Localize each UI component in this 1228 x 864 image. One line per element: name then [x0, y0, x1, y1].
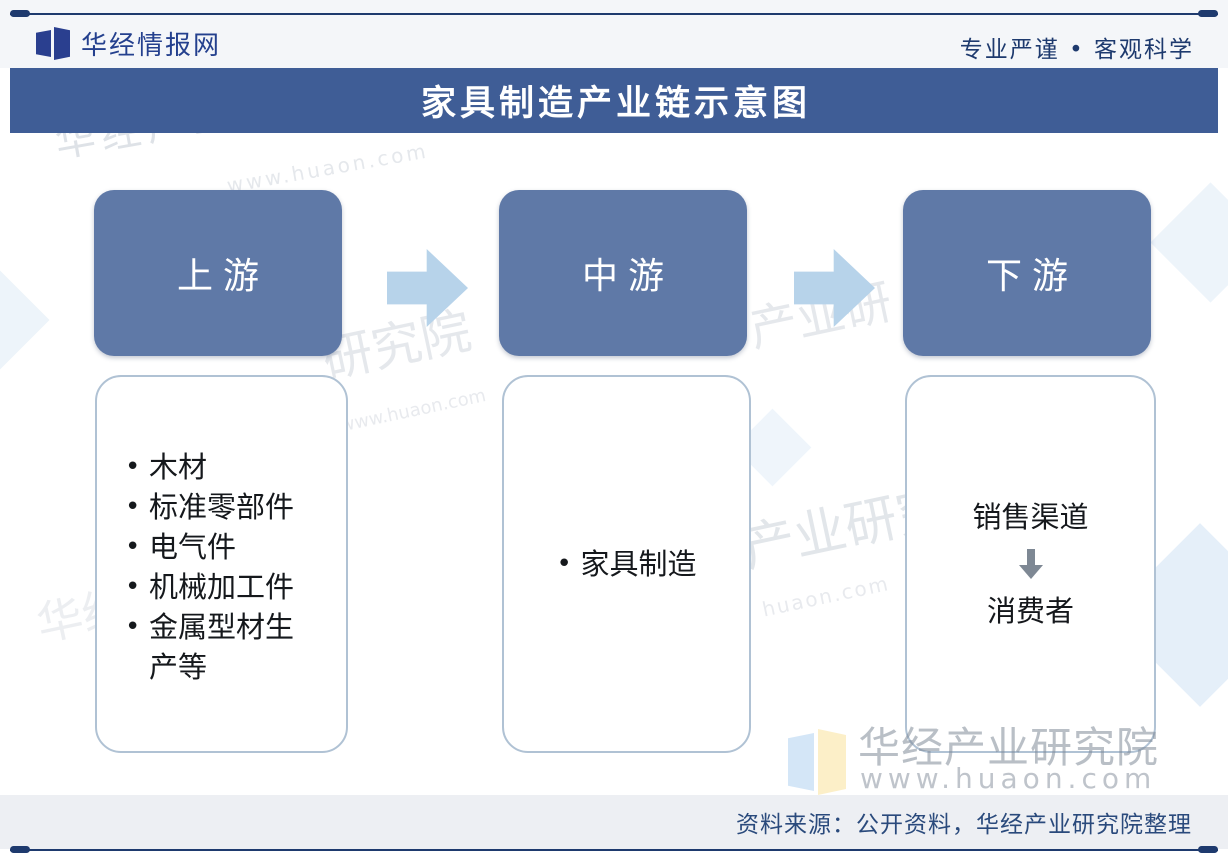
down-arrow-icon [1018, 549, 1043, 579]
list-item: • 家具制造 [556, 548, 696, 580]
stage-box-downstream: 下游 [903, 190, 1151, 356]
midstream-detail-box: • 家具制造 [502, 375, 751, 753]
bullet-icon: • [556, 549, 572, 579]
list-item-label: 机械加工件 [149, 570, 295, 604]
background-patch [0, 270, 50, 370]
stage-label: 中游 [581, 256, 674, 297]
list-item: • 标准零部件 [125, 487, 346, 527]
downstream-detail-box: 销售渠道 消费者 [905, 375, 1156, 753]
list-item: • 机械加工件 [125, 567, 346, 607]
stage-box-midstream: 中游 [499, 190, 747, 356]
top-rule-endcap-right [1198, 10, 1218, 17]
upstream-item-list: • 木材 • 标准零部件 • 电气件 • 机械加工件 • 金属型材生产等 [125, 447, 346, 687]
list-item: • 木材 [125, 447, 346, 487]
sales-channel-label: 销售渠道 [972, 500, 1089, 534]
logo-text: 华经情报网 [81, 31, 222, 61]
footer: 资料来源：公开资料，华经产业研究院整理 [0, 795, 1228, 849]
watermark-url-text: www.huaon.com [225, 138, 431, 198]
top-rule-endcap-left [10, 10, 30, 17]
watermark-book-logo-icon [788, 722, 846, 802]
header: 华经情报网 专业严谨 • 客观科学 [0, 0, 1228, 68]
bullet-icon: • [125, 572, 141, 602]
list-item-label: 标准零部件 [149, 490, 295, 524]
stage-box-upstream: 上游 [94, 190, 342, 356]
logo: 华经情报网 [36, 25, 221, 62]
open-book-logo-icon [36, 26, 70, 62]
list-item-label: 金属型材生产等 [149, 610, 295, 684]
list-item-label: 木材 [149, 450, 208, 484]
upstream-detail-box: • 木材 • 标准零部件 • 电气件 • 机械加工件 • 金属型材生产等 [95, 375, 348, 753]
list-item: • 电气件 [125, 527, 346, 567]
page-title: 家具制造产业链示意图 [420, 84, 811, 124]
source-note: 资料来源：公开资料，华经产业研究院整理 [736, 812, 1192, 838]
list-item: • 金属型材生产等 [125, 607, 346, 687]
background-patch [1150, 182, 1228, 303]
list-item-label: 电气件 [149, 530, 237, 564]
logo-right-page [54, 27, 70, 60]
bullet-icon: • [125, 452, 141, 482]
watermark-url-text: www.huaon.com [860, 762, 1157, 795]
bottom-rule-endcap-right [1198, 846, 1218, 853]
watermark-url-text: huaon.com [760, 571, 892, 622]
bottom-rule-endcap-left [10, 846, 30, 853]
logo-left-page [36, 30, 51, 57]
brand-tagline: 专业严谨 • 客观科学 [959, 37, 1194, 63]
bottom-rule [10, 849, 1218, 851]
watermark-url-text: www.huaon.com [338, 385, 488, 437]
consumer-label: 消费者 [986, 594, 1074, 628]
top-rule [10, 13, 1218, 15]
stage-label: 下游 [985, 256, 1078, 297]
bullet-icon: • [125, 532, 141, 562]
list-item-label: 家具制造 [580, 547, 697, 581]
bullet-icon: • [125, 492, 141, 522]
title-bar: 家具制造产业链示意图 [10, 68, 1218, 133]
bullet-icon: • [125, 612, 141, 642]
stage-label: 上游 [176, 256, 269, 297]
